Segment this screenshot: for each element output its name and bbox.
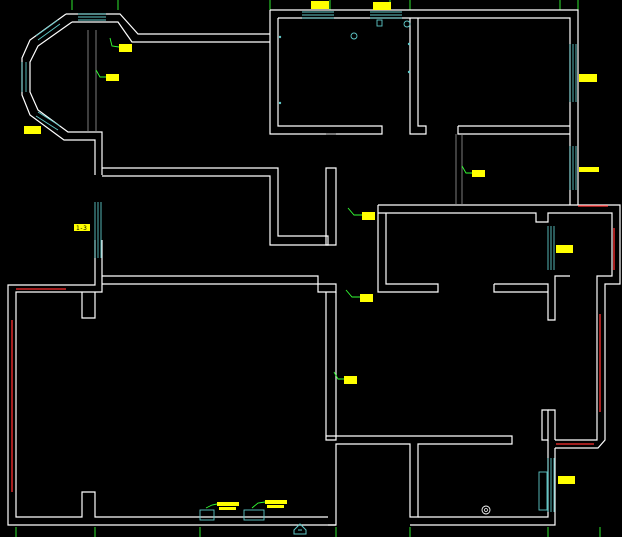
- tag: [360, 294, 373, 302]
- small-tag: 1-3: [74, 224, 90, 232]
- yellow-tags: [24, 1, 599, 510]
- tag: [579, 74, 597, 82]
- light-fixture-icon: [278, 19, 411, 105]
- guide-lines: [87, 30, 463, 205]
- window-bay-left: [21, 19, 61, 131]
- bottom-dimension-ticks: [15, 527, 601, 537]
- window-top-bay: [78, 13, 106, 21]
- tag: [472, 170, 485, 177]
- tag: [106, 74, 119, 81]
- interior-walls: [81, 10, 578, 526]
- tag: [119, 44, 132, 52]
- window-right-room: [547, 226, 555, 270]
- tag: [362, 212, 375, 220]
- window-left-mid: [94, 202, 102, 258]
- leader-lines: [95, 37, 472, 509]
- tag: [24, 126, 41, 134]
- tag: [556, 245, 573, 253]
- tag: [344, 376, 357, 384]
- tag: [217, 502, 239, 506]
- window-bottom-right: [538, 458, 555, 512]
- window-right-1: [569, 44, 577, 102]
- tag: [579, 167, 599, 172]
- exterior-walls: [7, 9, 621, 526]
- tag: [558, 476, 575, 484]
- floor-drain-icon: [481, 505, 491, 515]
- window-right-2: [569, 146, 577, 190]
- window-top-1: [302, 11, 334, 19]
- windows: [21, 11, 577, 512]
- entry-marker-icon: [293, 523, 307, 535]
- tag: [311, 1, 329, 9]
- appliances: [199, 509, 265, 521]
- tag: [267, 505, 284, 508]
- tag: [219, 507, 236, 510]
- tag: [265, 500, 287, 504]
- window-top-2: [370, 11, 402, 19]
- tag: [373, 2, 391, 10]
- small-tag-text: 1-3: [76, 225, 87, 232]
- red-door-lines: [11, 205, 615, 492]
